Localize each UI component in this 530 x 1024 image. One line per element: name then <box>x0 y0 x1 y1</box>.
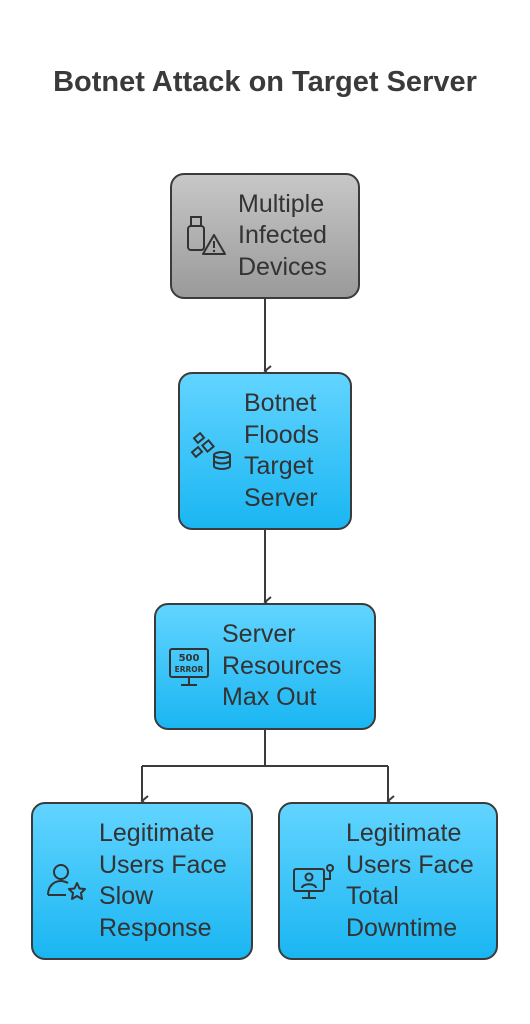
satellite-database-icon <box>180 429 244 473</box>
node-infected-devices: Multiple Infected Devices <box>170 173 360 299</box>
node-total-downtime: Legitimate Users Face Total Downtime <box>278 802 498 960</box>
svg-text:500: 500 <box>179 653 200 664</box>
node-label: Botnet Floods Target Server <box>244 389 320 512</box>
svg-text:ERROR: ERROR <box>175 665 204 674</box>
node-label: Server Resources Max Out <box>222 620 342 712</box>
node-resources-max-out: 500 ERROR Server Resources Max Out <box>154 603 376 730</box>
usb-warning-icon <box>172 213 238 259</box>
error-500-monitor-icon: 500 ERROR <box>156 645 222 689</box>
diagram-title: Botnet Attack on Target Server <box>53 66 477 98</box>
user-star-icon <box>33 859 99 903</box>
monitor-user-icon <box>280 859 346 903</box>
node-botnet-floods: Botnet Floods Target Server <box>178 372 352 530</box>
node-label: Multiple Infected Devices <box>238 189 327 281</box>
node-label: Legitimate Users Face Total Downtime <box>346 819 474 942</box>
node-label: Legitimate Users Face Slow Response <box>99 819 227 942</box>
node-slow-response: Legitimate Users Face Slow Response <box>31 802 253 960</box>
